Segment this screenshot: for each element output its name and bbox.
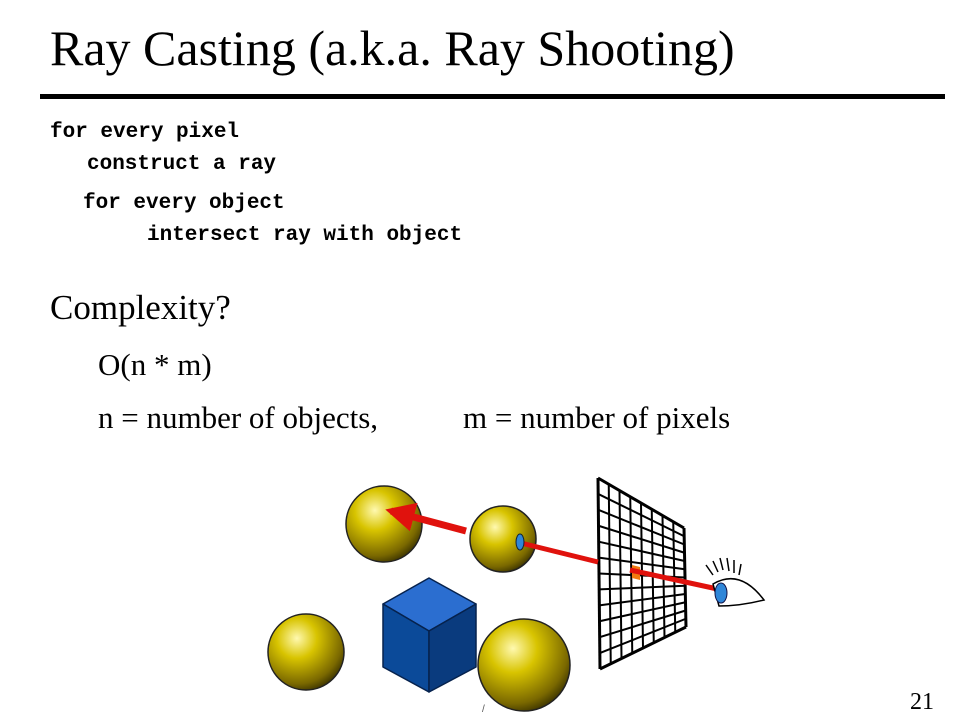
primary-ray-segment xyxy=(520,540,599,565)
complexity-question: Complexity? xyxy=(50,288,231,327)
code-line-pixel-loop: for every pixel xyxy=(50,121,240,144)
slide-title: Ray Casting (a.k.a. Ray Shooting) xyxy=(50,20,735,76)
primary-ray xyxy=(629,567,723,593)
code-line-construct-ray: construct a ray xyxy=(87,153,277,176)
complexity-order: O(n * m) xyxy=(98,347,212,382)
code-line-object-loop: for every object xyxy=(83,192,285,215)
slide-number: 21 xyxy=(910,689,934,715)
reflected-ray-arrow xyxy=(385,502,467,535)
sphere-top-left xyxy=(345,485,423,563)
blue-cube xyxy=(382,577,477,693)
eye-icon xyxy=(705,557,766,607)
ray-casting-illustration: / xyxy=(267,476,766,715)
sphere-bottom-right xyxy=(477,618,571,712)
code-line-intersect: intersect ray with object xyxy=(147,224,463,247)
stray-mark: / xyxy=(482,704,485,715)
m-definition: m = number of pixels xyxy=(463,400,731,435)
sphere-top-right xyxy=(469,505,537,573)
ray-hit-point xyxy=(515,533,525,551)
title-divider xyxy=(40,94,945,99)
sphere-bottom-left xyxy=(267,613,345,691)
n-definition: n = number of objects, xyxy=(98,400,379,435)
